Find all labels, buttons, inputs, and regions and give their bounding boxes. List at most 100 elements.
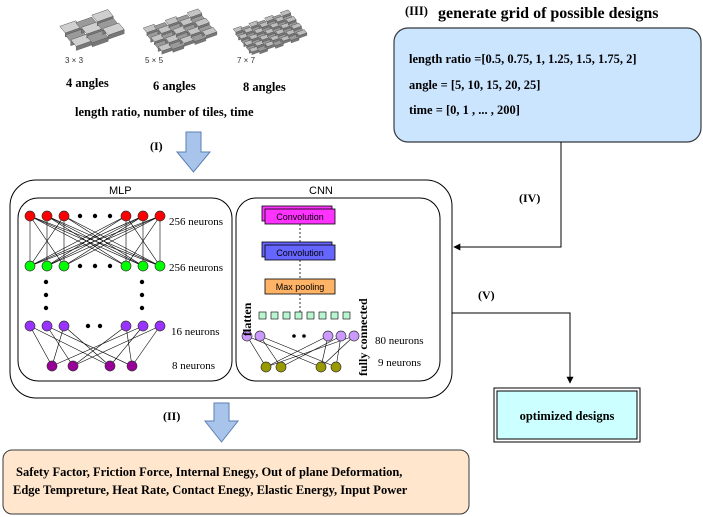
mlp-ellipsis-dot [85,323,91,329]
mlp-node-output [46,360,58,372]
cnn-node-output [315,361,327,373]
cnn-node-output [275,361,287,373]
mlp-edge [29,215,144,267]
mlp-edge [29,215,127,267]
conv1-label: Convolution [276,212,324,222]
mlp-network [24,210,166,372]
tile-side [298,32,308,39]
mlp-edge [125,215,161,267]
mlp-edge [63,215,161,267]
cnn-layer-label: 9 neurons [378,357,421,369]
mlp-edge [46,325,133,367]
output-box [496,390,638,440]
tile-image-3x3 [59,9,125,51]
cnn-network [241,311,360,373]
flatten-cell [258,311,267,320]
targets-line: Edge Tempreture, Heat Rate, Contact Eneg… [13,483,408,497]
step-label-i: (I) [150,139,163,153]
mlp-node-hidden [137,260,149,272]
cnn-node-output [330,361,342,373]
cnn-edge [265,335,329,368]
connector-grid-to-models [453,142,562,251]
tile-side [259,48,268,55]
grid-line-length-ratio: length ratio =[0.5, 0.75, 1, 1.25, 1.5, … [409,52,637,66]
tile-side [172,45,185,53]
down-arrow-icon [175,131,212,173]
mlp-node-input [58,210,70,222]
tile-size-label: 7 × 7 [237,56,256,65]
mlp-node-input [24,210,36,222]
mlp-edge [51,325,65,367]
cnn-edge [246,335,267,368]
flatten-cell [306,311,315,320]
step-label-ii: (II) [163,409,180,423]
connector-models-to-output [452,312,574,384]
tile-side [275,42,284,49]
mlp-ellipsis-dot [77,263,83,269]
mlp-edge [46,215,161,267]
grid-line-angle: angle = [5, 10, 15, 20, 25] [409,78,540,92]
grid-title: generate grid of possible designs [438,5,658,22]
mlp-edge [109,325,144,367]
tile-angles-label: 6 angles [153,79,196,93]
step-label-iv: (IV) [519,191,540,205]
mlp-edge [29,215,161,267]
cnn-edge [259,335,282,368]
mlp-ellipsis-dot [139,292,145,298]
targets-box [2,449,470,515]
mlp-ellipsis-dot [92,213,98,219]
mlp-box [17,197,233,382]
step-label-v: (V) [478,288,495,302]
mlp-layer-label: 256 neurons [169,262,223,274]
cnn-layer-label: 80 neurons [375,335,424,347]
cnn-node-fc [335,330,347,342]
mlp-ellipsis-dot [139,279,145,285]
mlp-edge [125,325,133,367]
mlp-edge [46,325,74,367]
mlp-edge [29,325,53,367]
mlp-edge [72,325,127,367]
cnn-node-output [260,361,272,373]
tile-side [205,31,218,40]
mlp-node-hidden [41,260,53,272]
mlp-node-hidden [41,320,53,332]
tile-image-7x7 [232,9,308,55]
tile-side [107,29,125,40]
flatten-cell [270,311,279,320]
mlp-edge [63,325,111,367]
mlp-node-hidden [154,320,166,332]
mlp-edge [29,325,111,367]
mlp-edge [51,325,144,367]
mlp-ellipsis-dot [107,263,113,269]
mlp-ellipsis-dot [43,292,49,298]
mlp-layer-label: 16 neurons [171,326,220,338]
cnn-edge [320,335,355,368]
flatten-cell [342,311,351,320]
mlp-node-input [154,210,166,222]
mlp-ellipsis-dot [92,263,98,269]
mlp-node-input [137,210,149,222]
flatten-cell [294,311,303,320]
tile-image-5x5 [142,8,218,55]
mlp-ellipsis-dot [43,305,49,311]
mlp-edge [131,325,161,367]
mlp-node-hidden [120,320,132,332]
flatten-cell [318,311,327,320]
targets-line: Safety Factor, Friction Force, Internal … [16,465,402,479]
mlp-node-hidden [58,260,70,272]
mlp-layer-label: 256 neurons [169,216,223,228]
flatten-cell [282,311,291,320]
mlp-node-hidden [137,320,149,332]
mlp-node-hidden [58,320,70,332]
tile-angles-label: 4 angles [66,76,109,90]
mlp-node-hidden [24,320,36,332]
mlp-title: MLP [109,185,132,197]
flatten-cell [330,311,339,320]
tile-side [91,36,109,48]
tile-angles-label: 8 angles [243,80,286,94]
mlp-node-hidden [154,260,166,272]
mlp-node-hidden [24,260,36,272]
tile-size-label: 5 × 5 [145,56,164,65]
tile-side [194,37,207,45]
